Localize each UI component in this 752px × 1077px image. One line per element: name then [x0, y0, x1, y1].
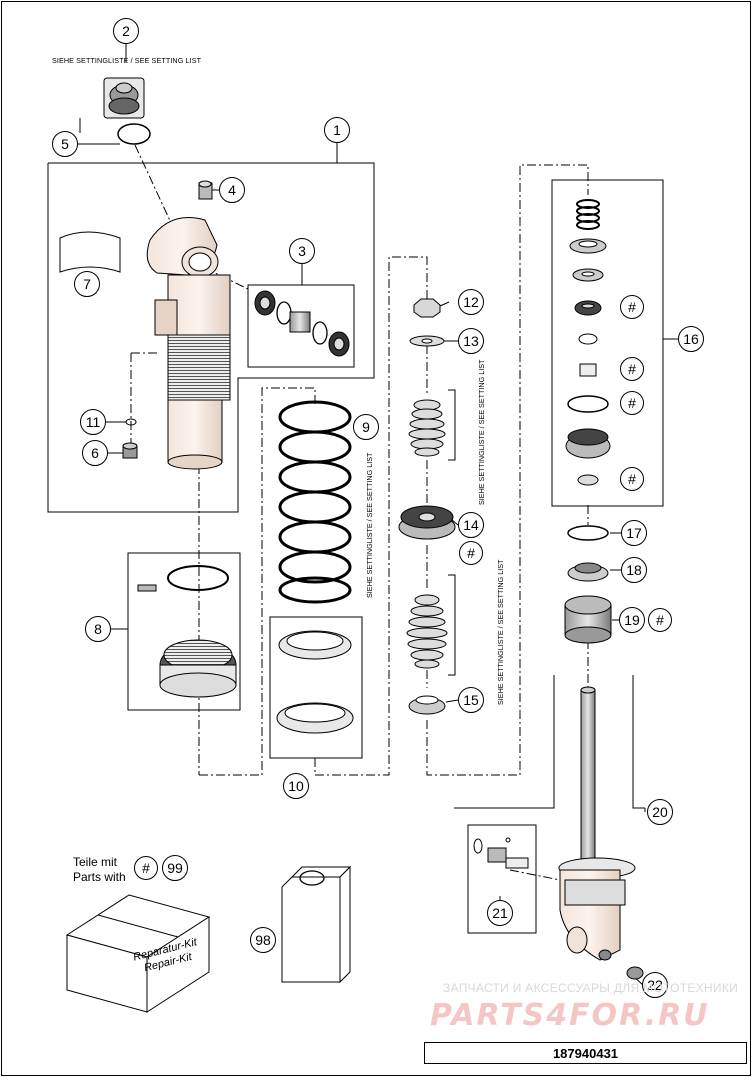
callout-11: 11: [80, 409, 106, 435]
callout-12: 12: [458, 289, 484, 315]
frame-20-right: [632, 675, 645, 809]
frame-piston-stack: [551, 179, 664, 507]
hash-marker-16d: #: [620, 467, 644, 491]
shock-body-part: [146, 180, 231, 470]
callout-16: 16: [678, 326, 704, 352]
repair-kit-box-part: [65, 894, 211, 1013]
hash-marker-16a: #: [620, 295, 644, 319]
protection-sleeve-part: [59, 231, 121, 273]
parts-with-line2: Parts with: [73, 870, 126, 884]
frame-spring-seats: [269, 616, 363, 759]
setting-note-top: SIEHE SETTINGLISTE / SEE SETTING LIST: [52, 56, 202, 65]
callout-1: 1: [324, 117, 350, 143]
parts-with-label: Teile mit Parts with: [73, 855, 126, 885]
bleed-valve-part: [473, 837, 529, 869]
callout-9: 9: [353, 414, 379, 440]
frame-adjuster-ring: [127, 552, 241, 711]
watermark-logo: PARTS4FOR.RU: [430, 998, 710, 1033]
frame-bearing-kit: [247, 284, 355, 368]
piston-stack-parts: [564, 199, 612, 644]
hash-marker-19: #: [648, 608, 672, 632]
callout-20: 20: [647, 799, 673, 825]
diagram-id: 187940431: [552, 1045, 619, 1061]
diagram-id-box: 187940431: [424, 1042, 747, 1064]
callout-2: 2: [113, 18, 139, 44]
hash-marker-16b: #: [620, 357, 644, 381]
parts-with-line1: Teile mit: [73, 855, 118, 869]
callout-6: 6: [82, 440, 108, 466]
rebound-stack-parts: [398, 298, 456, 715]
frame-20-left: [454, 675, 555, 809]
callout-7: 7: [74, 271, 100, 297]
bleed-screw-6-part: [122, 442, 138, 459]
oil-can-part: [281, 865, 352, 984]
hash-marker-16c: #: [620, 391, 644, 415]
callout-98: 98: [250, 927, 276, 953]
group-frames: [47, 162, 664, 934]
compression-adjuster-part: [103, 77, 151, 145]
callout-18: 18: [621, 557, 647, 583]
hash-marker-parts-with: #: [134, 856, 158, 880]
callout-22: 22: [642, 972, 668, 998]
callout-8: 8: [85, 616, 111, 642]
hash-marker-14: #: [459, 541, 483, 565]
frame-bleed-valve: [467, 824, 537, 934]
frame-shock-body: [47, 162, 375, 513]
washer-11-part: [125, 418, 137, 426]
spring-part: [278, 400, 352, 604]
callout-21: 21: [487, 900, 513, 926]
callout-5: 5: [52, 131, 78, 157]
piston-rod-part: [558, 686, 636, 961]
callout-13: 13: [458, 328, 484, 354]
bearing-kit-part: [254, 290, 350, 357]
callout-4: 4: [219, 177, 245, 203]
callout-99: 99: [162, 855, 188, 881]
callout-14: 14: [458, 512, 484, 538]
callout-19: 19: [619, 607, 645, 633]
callout-10: 10: [283, 773, 309, 799]
callout-15: 15: [458, 687, 484, 713]
assembly-axis-lines: [130, 144, 589, 881]
callout-17: 17: [621, 520, 647, 546]
spring-seats-part: [276, 630, 354, 734]
callout-3: 3: [289, 238, 315, 264]
watermark-text: ЗАПЧАСТИ И АКСЕССУАРЫ ДЛЯ МОТОТЕХНИКИ: [443, 981, 739, 995]
adjuster-ring-part: [137, 565, 237, 698]
seal-22-part: [626, 966, 644, 980]
